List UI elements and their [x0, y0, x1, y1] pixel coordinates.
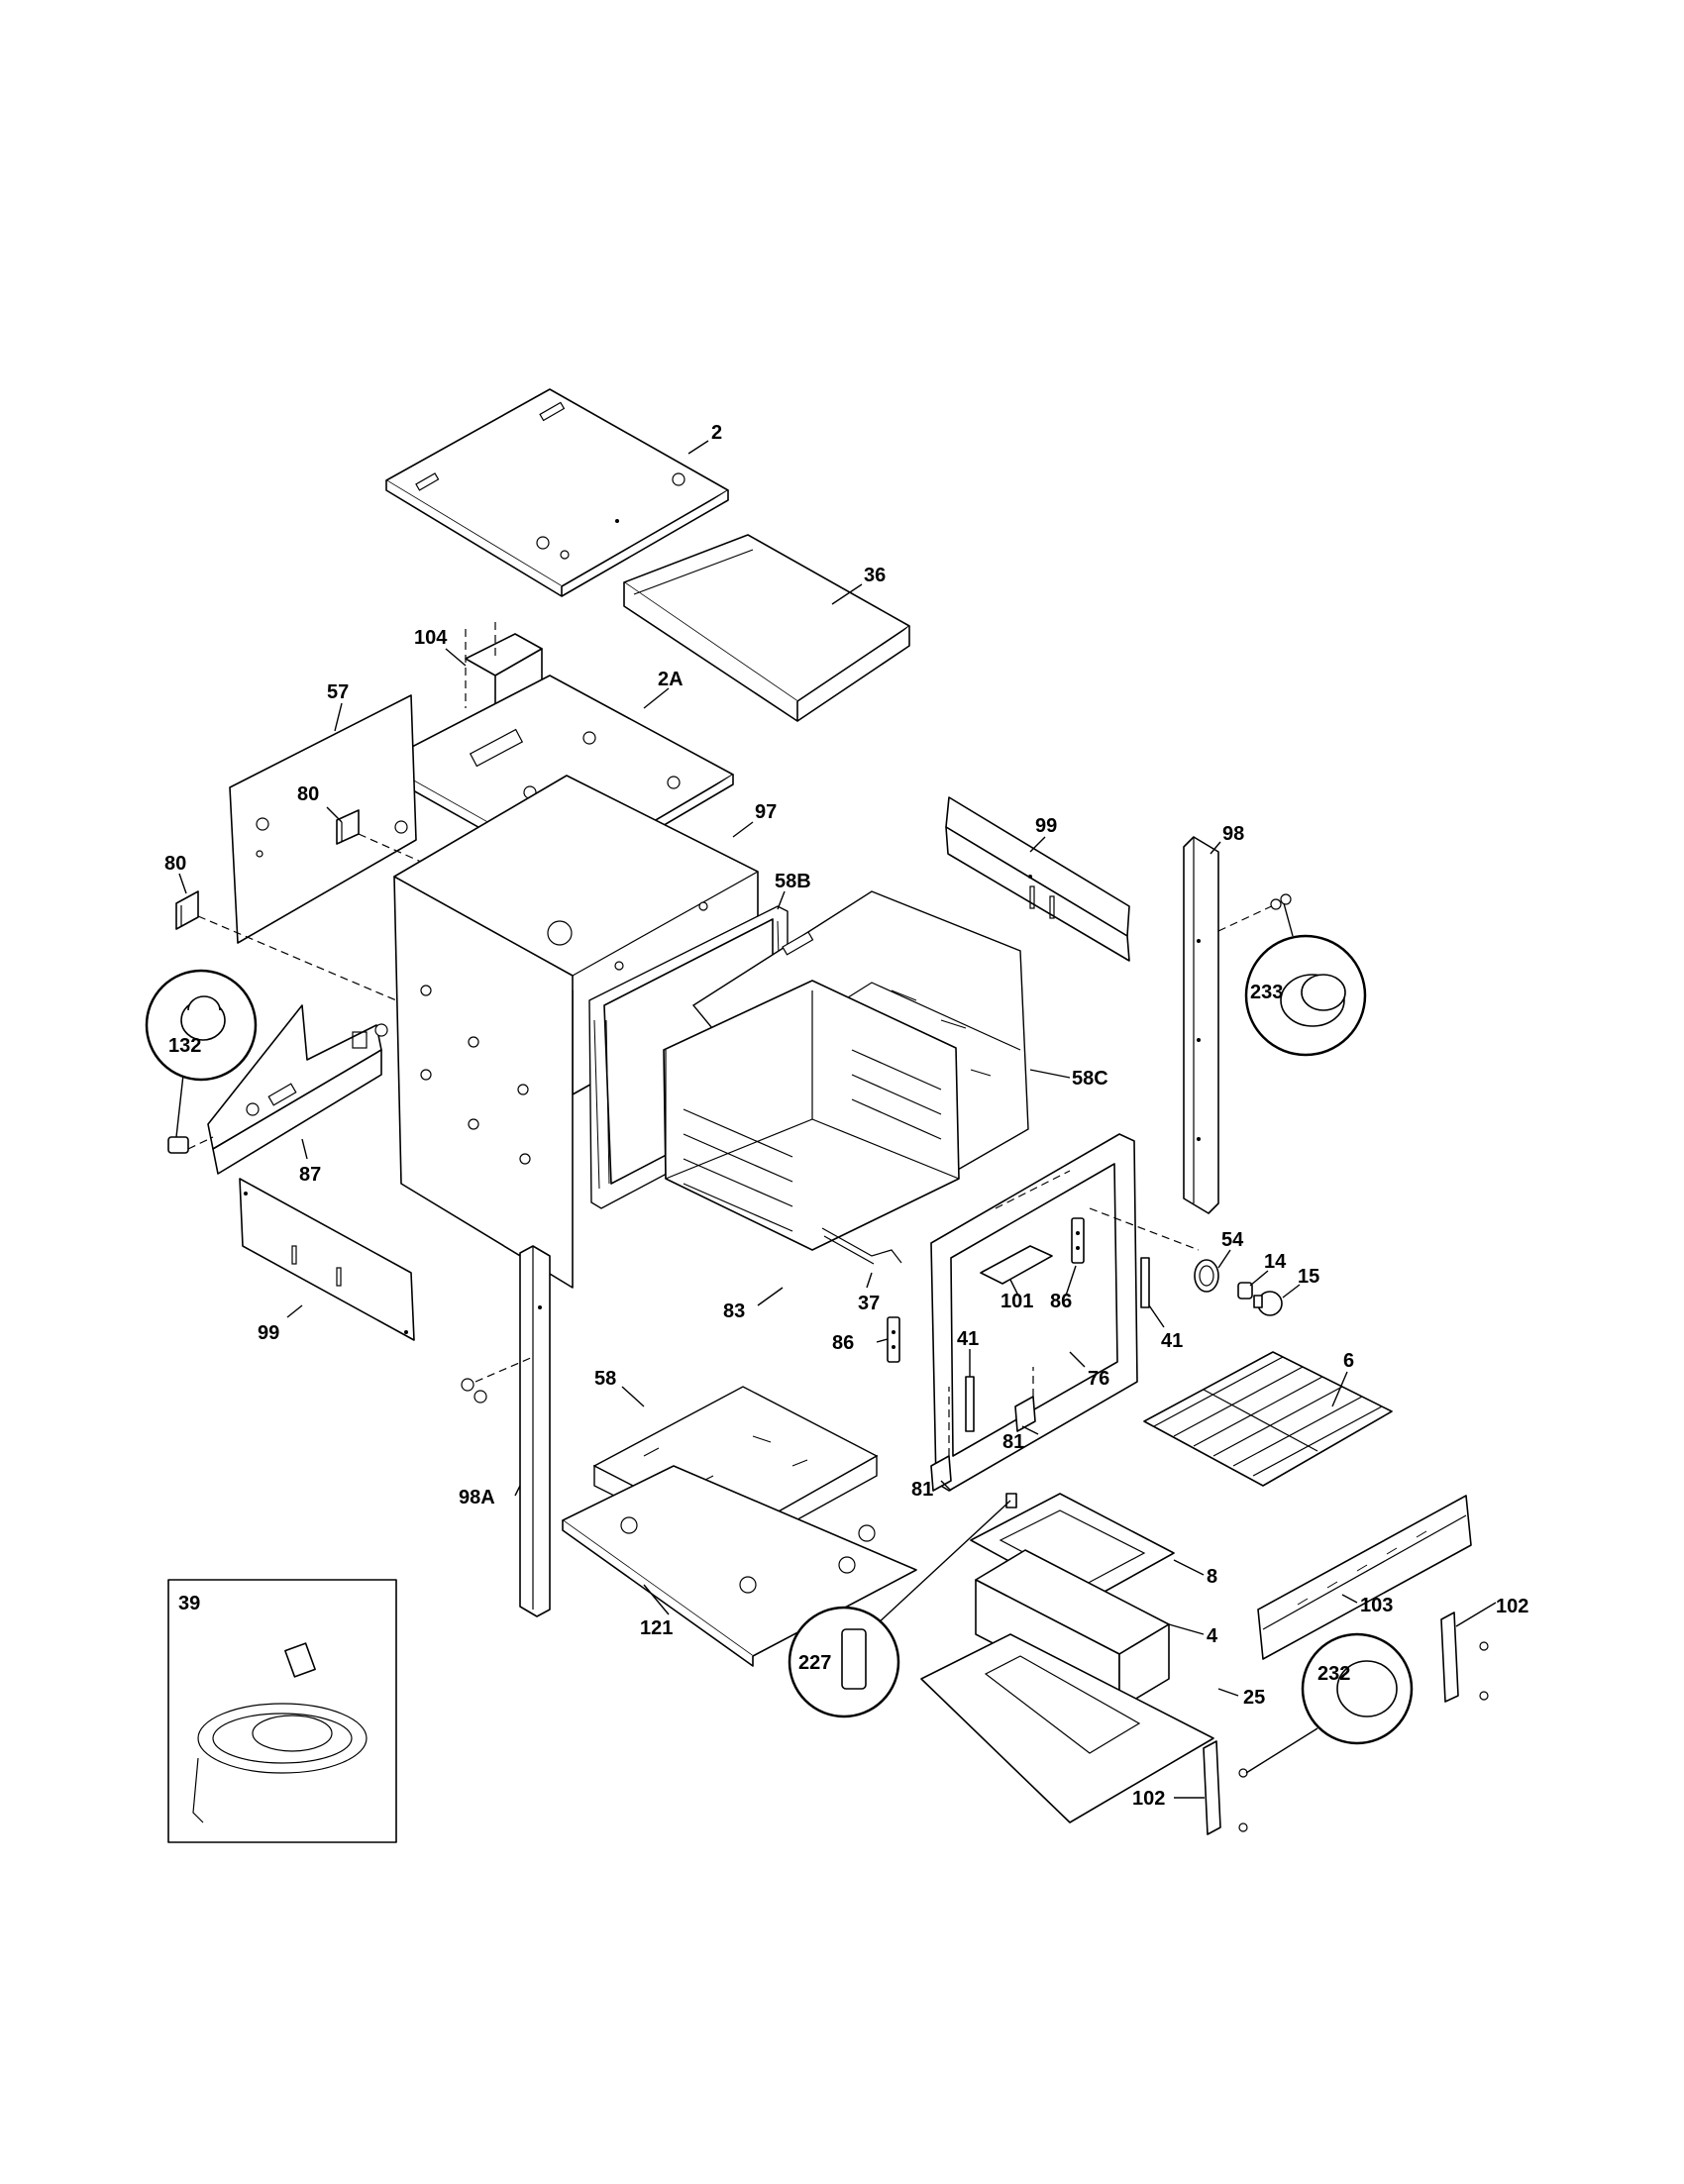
label-86-upper: 86	[1050, 1291, 1072, 1312]
label-41-left: 41	[957, 1328, 979, 1350]
label-76: 76	[1088, 1368, 1109, 1390]
label-99-lower: 99	[258, 1322, 279, 1344]
label-58C: 58C	[1072, 1068, 1108, 1090]
label-98A: 98A	[459, 1487, 495, 1508]
callout-233	[1244, 902, 1367, 1057]
label-14: 14	[1264, 1251, 1287, 1273]
part-102-bracket-lower	[1203, 1740, 1248, 1835]
part-41-clip-left	[965, 1376, 975, 1432]
callout-227	[788, 1500, 1011, 1718]
label-87: 87	[299, 1164, 321, 1186]
part-39-power-cord	[167, 1579, 397, 1843]
label-15: 15	[1298, 1266, 1319, 1288]
part-121-bottom-panel	[562, 1465, 917, 1667]
part-54-light-ring	[1194, 1259, 1219, 1293]
leader-lines	[178, 440, 1497, 1799]
label-2: 2	[711, 422, 722, 444]
label-121: 121	[640, 1617, 673, 1639]
label-227: 227	[798, 1652, 831, 1674]
label-233: 233	[1250, 982, 1283, 1003]
label-36: 36	[864, 565, 886, 586]
part-86-hinge-upper	[1071, 1217, 1085, 1264]
part-76-front-frame	[930, 1133, 1138, 1492]
label-99-upper: 99	[1035, 815, 1057, 837]
part-86-hinge-lower	[887, 1316, 900, 1363]
label-103: 103	[1360, 1595, 1393, 1616]
label-81-right: 81	[1002, 1431, 1024, 1453]
part-132-switch	[167, 1136, 214, 1154]
part-83-oven-cavity	[663, 980, 960, 1251]
label-97: 97	[755, 801, 777, 823]
label-8: 8	[1207, 1566, 1217, 1588]
label-86-lower: 86	[832, 1332, 854, 1354]
callout-132	[145, 969, 258, 1138]
part-227-clip	[1005, 1493, 1017, 1508]
part-2-top-panel	[385, 388, 729, 597]
part-98A-screws	[461, 1378, 487, 1404]
part-number-labels: 2 36 104 2A 57 80 80 97 99 98 58B 58C 13…	[164, 422, 1528, 1810]
label-102-lower: 102	[1132, 1788, 1165, 1810]
callout-232	[1245, 1632, 1414, 1774]
part-87-bracket	[207, 1004, 388, 1175]
label-4: 4	[1207, 1625, 1218, 1647]
part-102-bracket-upper	[1440, 1612, 1489, 1703]
label-54: 54	[1221, 1229, 1244, 1251]
label-98: 98	[1222, 823, 1244, 845]
label-58: 58	[594, 1368, 616, 1390]
part-25-drawer-bottom	[920, 1633, 1214, 1823]
label-39: 39	[178, 1593, 200, 1614]
part-103-kick-plate	[1257, 1495, 1472, 1660]
part-6-oven-rack	[1143, 1351, 1393, 1487]
label-57: 57	[327, 681, 349, 703]
part-14-socket	[1237, 1282, 1253, 1300]
label-80-upper: 80	[297, 783, 319, 805]
label-101: 101	[1000, 1291, 1033, 1312]
part-41-clip-right	[1140, 1257, 1150, 1308]
label-104: 104	[414, 627, 448, 649]
label-25: 25	[1243, 1687, 1265, 1709]
part-15-bulb	[1253, 1291, 1283, 1316]
part-81-bracket-right	[1014, 1396, 1036, 1432]
part-37-element	[821, 1227, 902, 1265]
label-132: 132	[168, 1035, 201, 1057]
part-99-lower-panel	[239, 1178, 415, 1341]
part-81-bracket-left	[930, 1455, 952, 1492]
part-233-screws	[1270, 893, 1292, 910]
label-41-right: 41	[1161, 1330, 1183, 1352]
part-98-rail	[1183, 836, 1219, 1214]
label-232: 232	[1317, 1663, 1350, 1685]
label-80-lower: 80	[164, 853, 186, 875]
part-57-side-panel	[229, 694, 417, 944]
label-58B: 58B	[775, 871, 811, 892]
part-36-channel	[623, 534, 910, 722]
label-6: 6	[1343, 1350, 1354, 1372]
label-83: 83	[723, 1300, 745, 1322]
label-102-upper: 102	[1496, 1596, 1528, 1617]
part-98A-rail	[519, 1245, 551, 1617]
part-101-shield	[980, 1245, 1053, 1285]
label-37: 37	[858, 1293, 880, 1314]
label-81-left: 81	[911, 1479, 933, 1501]
label-2A: 2A	[658, 669, 684, 690]
part-80-clip-lower	[175, 890, 199, 930]
part-99-upper-panel	[945, 796, 1130, 962]
